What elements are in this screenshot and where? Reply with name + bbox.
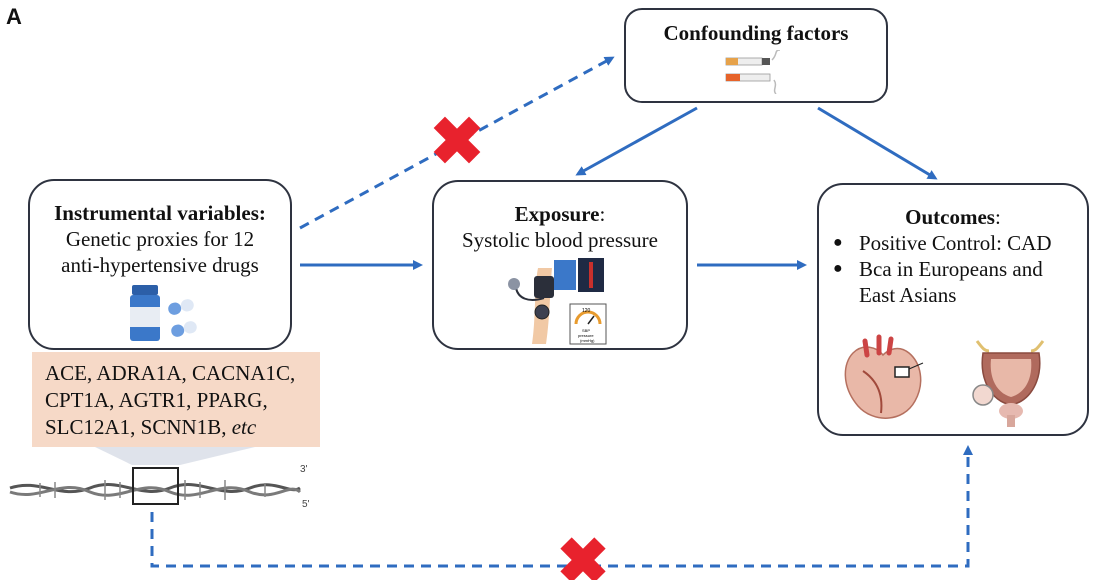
organ-illustrations: [844, 334, 1045, 427]
panel-label: A: [6, 4, 22, 29]
gene-line-3-text: SLC12A1, SCNN1B,: [45, 415, 232, 439]
dna-highlight-box: [132, 467, 179, 505]
cross-icon: [433, 116, 481, 164]
confounding-factors-box: Confounding factors: [624, 8, 888, 103]
outcomes-title: Outcomes: [905, 205, 995, 229]
gene-list-panel: ACE, ADRA1A, CACNA1C, CPT1A, AGTR1, PPAR…: [32, 352, 320, 447]
exposure-colon: :: [599, 202, 606, 226]
outcome-bullet-1: ● Positive Control: CAD: [819, 230, 1087, 256]
svg-text:SBP: SBP: [582, 328, 590, 333]
exposure-title: Exposure: [514, 202, 600, 226]
pill-bottle-icon: [130, 285, 160, 341]
confounding-factors-title: Confounding factors: [663, 21, 849, 45]
heart-icon: [844, 334, 924, 419]
dashed-path-dna-to-outcomes: [150, 445, 973, 568]
svg-text:pressure: pressure: [578, 333, 594, 338]
arrow-confounding-to-outcomes: [817, 106, 938, 180]
instrumental-line-1: Genetic proxies for 12: [65, 227, 255, 251]
drug-icons: [130, 285, 197, 341]
cigarette-icon: [725, 50, 781, 94]
bladder-icon: [972, 340, 1045, 427]
bullet-icon: ●: [833, 260, 843, 277]
dna-label-bottom: 5': [302, 499, 310, 510]
outcome-bullet-1-text: Positive Control: CAD: [859, 231, 1052, 255]
arrow-confounding-to-exposure: [575, 106, 698, 176]
blood-pressure-cuff-icon: [508, 258, 604, 344]
bullet-icon: ●: [833, 234, 843, 251]
exposure-line: Systolic blood pressure: [462, 228, 658, 252]
gene-line-3: SLC12A1, SCNN1B, etc: [45, 414, 312, 441]
gene-line-1: ACE, ADRA1A, CACNA1C,: [45, 361, 296, 385]
dna-label-top: 3': [300, 464, 308, 475]
instrumental-line-2: anti-hypertensive drugs: [61, 253, 259, 277]
outcomes-box: Outcomes: ● Positive Control: CAD ● Bca …: [817, 183, 1089, 436]
svg-text:120: 120: [582, 308, 591, 314]
instrumental-variables-title: Instrumental variables:: [54, 201, 266, 225]
instrumental-variables-box: Instrumental variables: Genetic proxies …: [28, 179, 292, 350]
blood-pressure-illustration: 120 SBP pressure (mmHg): [508, 258, 607, 345]
gene-line-3-etc: etc: [231, 415, 257, 439]
cross-icon: [560, 537, 606, 580]
svg-text:(mmHg): (mmHg): [580, 338, 595, 343]
outcomes-colon: :: [994, 205, 1001, 229]
gene-panel-callout: [95, 447, 255, 465]
exposure-box: Exposure: Systolic blood pressure 120 SB…: [432, 180, 688, 350]
dna-helix-icon: [9, 467, 302, 505]
gene-line-2: CPT1A, AGTR1, PPARG,: [45, 388, 268, 412]
bp-gauge-icon: 120 SBP pressure (mmHg): [569, 303, 607, 345]
exposure-title-row: Exposure:: [434, 201, 686, 227]
capsule-icon: [168, 299, 197, 337]
outcomes-title-row: Outcomes:: [819, 204, 1087, 230]
